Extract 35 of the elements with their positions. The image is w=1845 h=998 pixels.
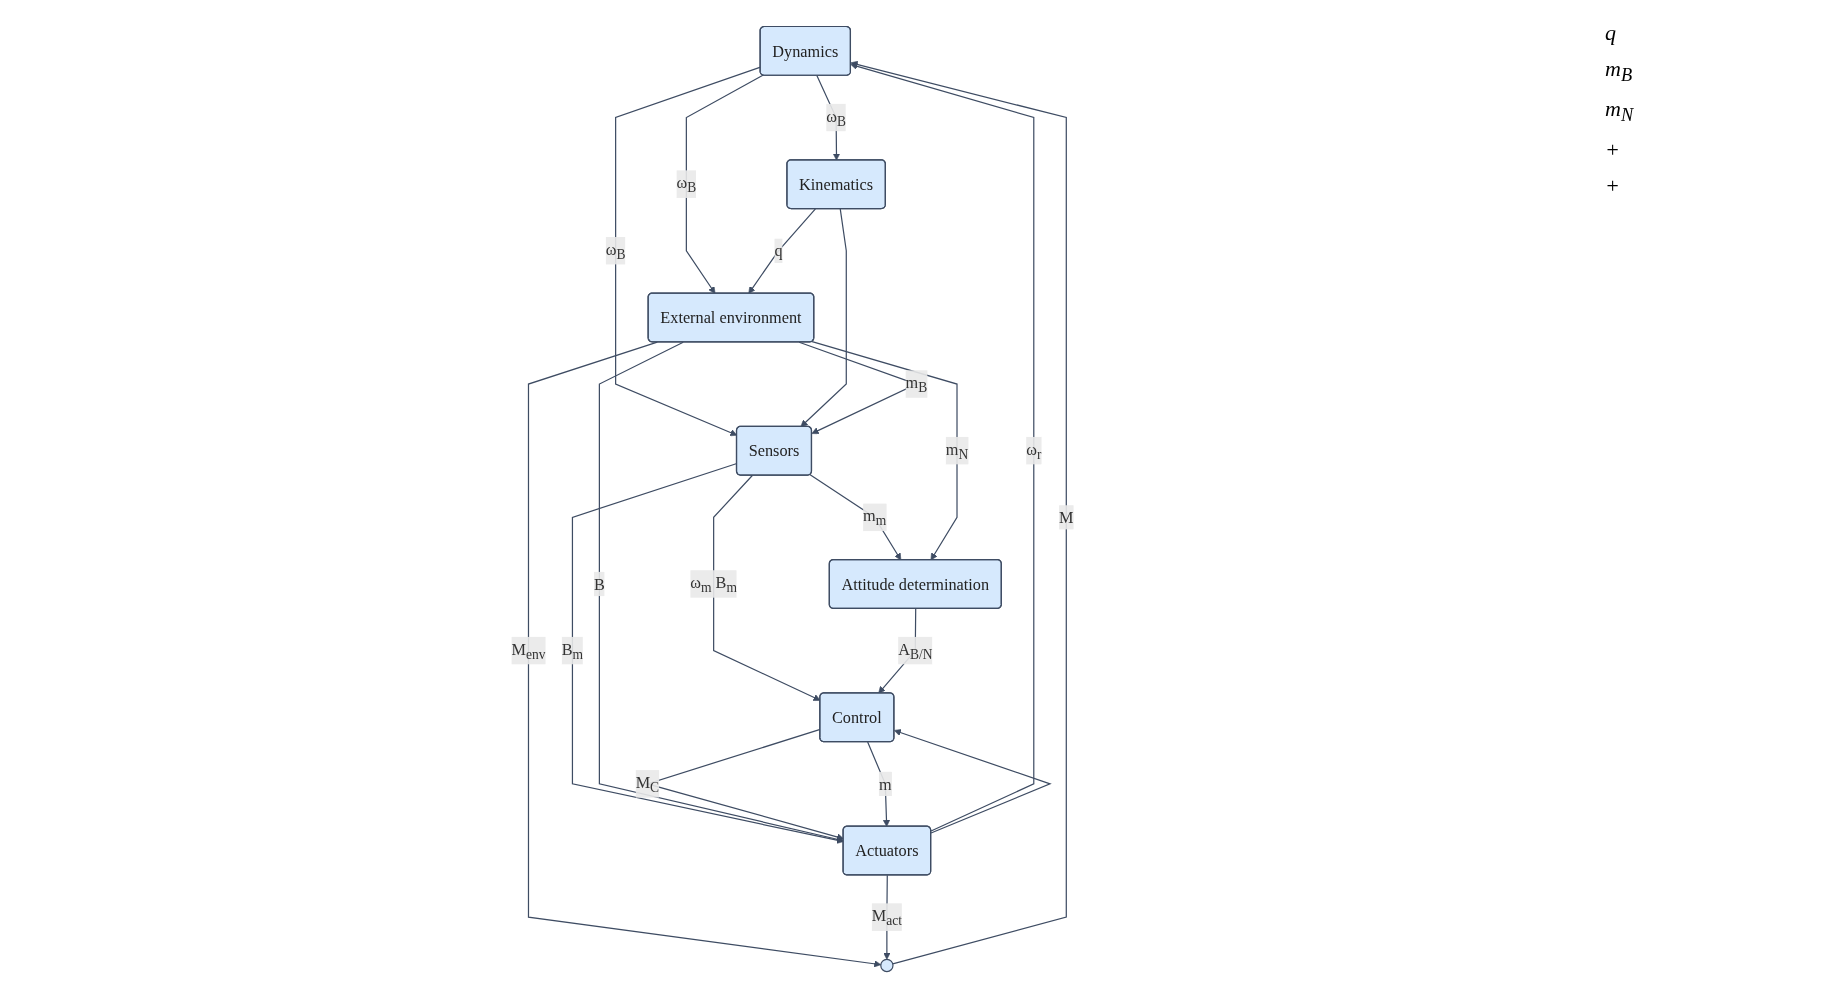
edge-label: ω$_{B}$ (605, 240, 626, 263)
edge-label: m (878, 774, 892, 793)
arrow (800, 208, 847, 427)
node-circle (880, 958, 894, 973)
edge-label: M (1059, 508, 1074, 527)
edge-label: ω$_{B}$ (826, 106, 846, 129)
arrow (527, 341, 882, 968)
arrow (685, 74, 764, 294)
arrow (809, 474, 902, 561)
arrow (893, 729, 1052, 834)
label: m$_{N}$ (1605, 96, 1635, 127)
arrow (811, 341, 958, 561)
label: m$_{B}$ (1605, 56, 1634, 87)
edge-label: q (774, 241, 783, 260)
edge-label: M$_{act}$ (871, 906, 902, 929)
edge-label: M$_{env}$ (511, 639, 546, 662)
edge-label: M$_{C}$ (635, 773, 660, 796)
label: + (1605, 172, 1621, 199)
edge-label: B$_{m}$ (561, 639, 584, 662)
edge-label: ω$_{B}$ (676, 173, 697, 196)
edge-label: ω$_{r}$ (1026, 440, 1042, 463)
arrow (571, 462, 844, 844)
edge-label: m$_{m}$ (863, 506, 887, 529)
arrow (615, 66, 762, 437)
edge-label: A$_{B/N}$ (898, 639, 933, 662)
edge-label: B (593, 574, 605, 593)
edge-label: m$_{B}$ (905, 373, 928, 396)
edge-label: m$_{N}$ (945, 440, 969, 463)
arrow (748, 208, 817, 294)
edge-label: ω$_{m}$ B$_{m}$ (690, 573, 737, 596)
label: q (1605, 20, 1617, 46)
arrow (850, 60, 1067, 965)
label: + (1605, 136, 1621, 163)
arrow (598, 341, 844, 843)
arrow (850, 62, 1035, 832)
